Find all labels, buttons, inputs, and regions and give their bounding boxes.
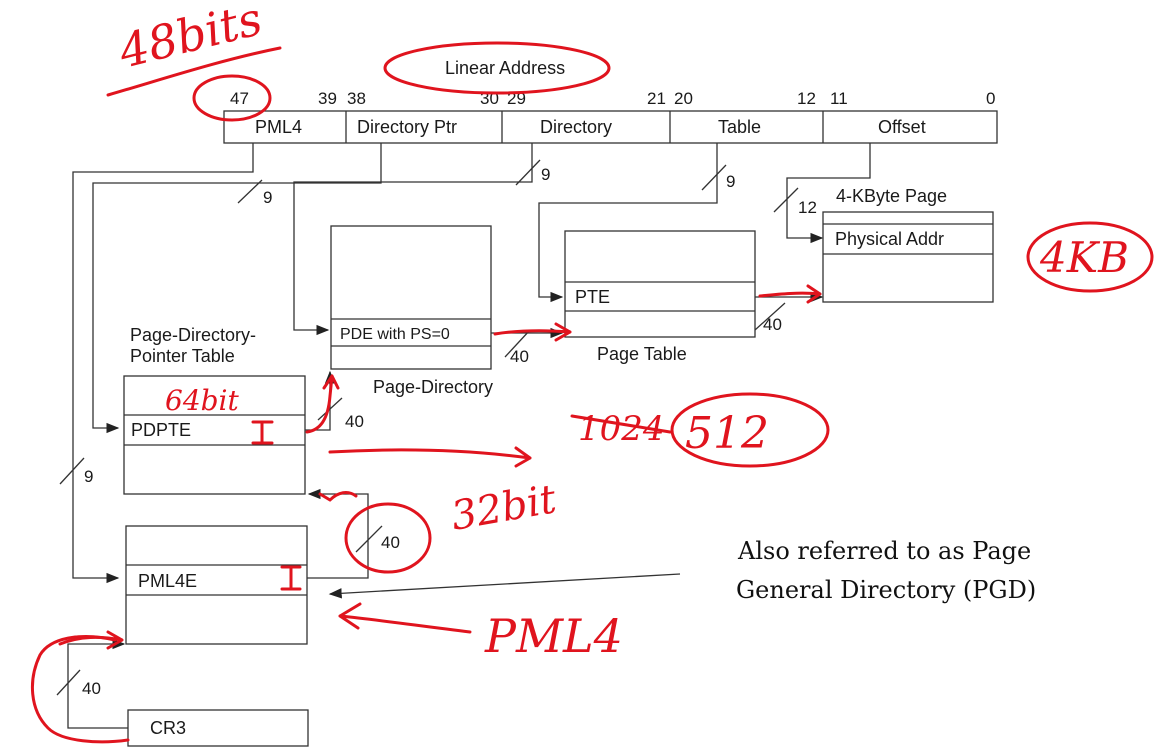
ink-marker-pml4e bbox=[280, 565, 302, 591]
handwritten-48bits: 48bits bbox=[113, 0, 268, 79]
bit-38: 38 bbox=[347, 89, 366, 108]
bit-12: 12 bbox=[797, 89, 816, 108]
width-40-cr3: 40 bbox=[82, 679, 101, 698]
cr3-register: CR3 bbox=[150, 718, 186, 738]
table-index-line bbox=[538, 143, 718, 303]
field-table: Table bbox=[718, 117, 761, 137]
page-directory-label: Page-Directory bbox=[373, 377, 493, 397]
bit-21: 21 bbox=[647, 89, 666, 108]
underline-48bits bbox=[106, 46, 282, 97]
pde-entry: PDE with PS=0 bbox=[340, 326, 450, 343]
handwritten-32bit: 32bit bbox=[448, 476, 561, 540]
handwritten-512: 512 bbox=[685, 408, 769, 459]
bit-11: 11 bbox=[830, 89, 848, 108]
pdpt-label-line2: Pointer Table bbox=[130, 346, 235, 366]
width-9-dir: 9 bbox=[541, 165, 550, 184]
ink-loop-cr3 bbox=[30, 635, 130, 744]
pdpt-label-line1: Page-Directory- bbox=[130, 325, 256, 345]
circle-512 bbox=[670, 392, 830, 468]
ink-arrow-pdpt bbox=[318, 491, 358, 502]
bit-0: 0 bbox=[986, 89, 995, 108]
width-40-pdpte: 40 bbox=[345, 412, 364, 431]
pdpt-box bbox=[123, 375, 306, 495]
pdpte-entry: PDPTE bbox=[131, 420, 191, 440]
handwritten-4kb: 4KB bbox=[1039, 233, 1129, 282]
ink-arrow-512 bbox=[328, 446, 532, 468]
width-40-pml4e: 40 bbox=[381, 533, 400, 552]
strike-1024 bbox=[570, 414, 672, 434]
pgd-pointer-arrow bbox=[328, 573, 681, 599]
page-box bbox=[822, 211, 994, 303]
linear-address-title: Linear Address bbox=[445, 58, 565, 78]
ink-marker-pdpte bbox=[251, 420, 274, 445]
width-40-pde: 40 bbox=[510, 347, 529, 366]
pgd-annotation-line2: General Directory (PGD) bbox=[736, 576, 1036, 604]
width-9-table: 9 bbox=[726, 172, 735, 191]
dirptr-index-line bbox=[92, 143, 382, 434]
pdpte-to-pd-line bbox=[305, 370, 336, 431]
page-table-label: Page Table bbox=[597, 344, 687, 364]
pml4e-to-pdpt-line bbox=[307, 488, 369, 579]
page-label: 4-KByte Page bbox=[836, 186, 947, 206]
page-table-box bbox=[564, 230, 756, 338]
pml4-ink-arrow bbox=[338, 602, 472, 634]
field-offset: Offset bbox=[878, 117, 926, 137]
pte-entry: PTE bbox=[575, 287, 610, 307]
physical-addr: Physical Addr bbox=[835, 229, 944, 249]
bit-39: 39 bbox=[318, 89, 337, 108]
ink-arrow-cr3 bbox=[58, 630, 124, 650]
circle-40 bbox=[344, 502, 432, 574]
circle-bit-47 bbox=[192, 74, 272, 122]
pml4-box bbox=[125, 525, 308, 645]
cr3-to-pml4-line bbox=[67, 638, 128, 729]
handwritten-pml4: PML4 bbox=[484, 609, 623, 663]
bit-20: 20 bbox=[674, 89, 693, 108]
circle-4kb bbox=[1026, 221, 1154, 293]
pml4-index-line bbox=[72, 143, 254, 584]
ink-arrow-pt bbox=[493, 322, 572, 342]
pgd-annotation-line1: Also referred to as Page bbox=[737, 537, 1031, 565]
pml4e-entry: PML4E bbox=[138, 571, 197, 591]
bit-47: 47 bbox=[230, 89, 249, 108]
ink-arrow-pd bbox=[305, 374, 340, 434]
page-directory-box bbox=[330, 225, 492, 370]
width-9-pml4: 9 bbox=[263, 188, 272, 207]
field-pml4: PML4 bbox=[255, 117, 302, 137]
ink-arrow-page bbox=[758, 284, 822, 304]
field-directory-ptr: Directory Ptr bbox=[357, 117, 457, 137]
width-40-pte: 40 bbox=[763, 315, 782, 334]
handwritten-64bit: 64bit bbox=[165, 384, 240, 417]
circle-linear-address bbox=[383, 41, 611, 95]
linear-address-bar bbox=[223, 110, 998, 144]
width-12-offset: 12 bbox=[798, 198, 817, 217]
width-9-dirptr: 9 bbox=[84, 467, 93, 486]
offset-index-line bbox=[786, 143, 871, 244]
field-directory: Directory bbox=[540, 117, 612, 137]
